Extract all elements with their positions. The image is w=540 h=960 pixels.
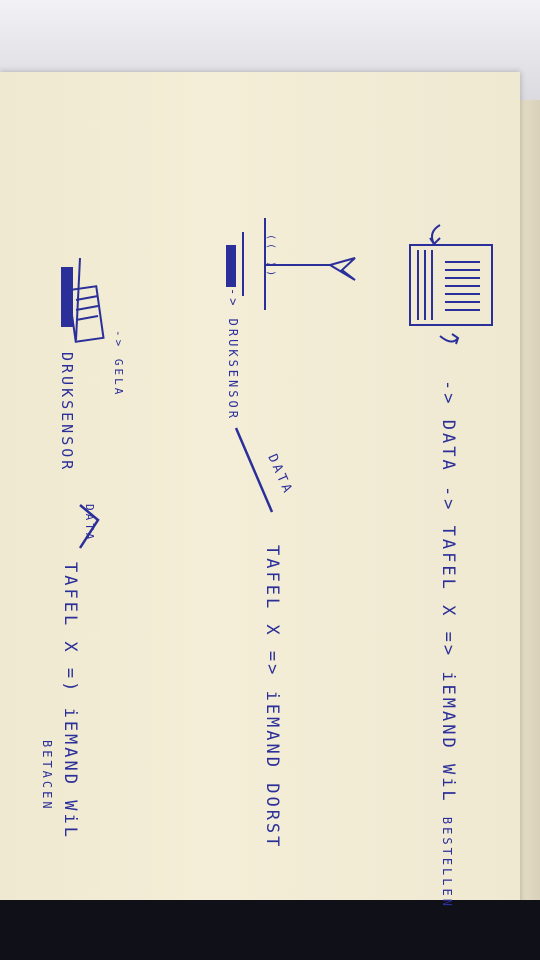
- data-arrows: [78, 427, 274, 549]
- menu-card-drawing: [409, 224, 493, 345]
- glass-mark: (( )): [265, 234, 276, 279]
- label-data-1: DATA: [438, 419, 458, 473]
- arrow-1b: ->: [438, 485, 458, 513]
- glass-drawing: [226, 218, 356, 310]
- arrow-1a: ->: [438, 380, 458, 407]
- sensor-3: DRUKSENSOR: [58, 352, 76, 473]
- glass-mark-text: (( )): [265, 234, 276, 280]
- data-arrow-line3: [78, 504, 100, 549]
- note-line-3b: BETACEN: [40, 740, 54, 812]
- text-3: TAFEL X =) iEMAND WiL: [60, 562, 80, 840]
- scale-object: [67, 285, 105, 343]
- note-line-1: -> DATA -> TAFEL X => iEMAND WiL BESTELL…: [438, 380, 458, 909]
- scale-sensor-block: [61, 267, 73, 327]
- menu-card-outline: [409, 244, 493, 326]
- text-2: TAFEL X => iEMAND DORST: [262, 545, 282, 850]
- data-arrow-line2: [234, 427, 274, 513]
- note-line-2: TAFEL X => iEMAND DORST: [262, 545, 282, 849]
- data-label-3: DATA: [83, 504, 96, 543]
- end-1: BESTELLEN: [440, 816, 454, 909]
- sensor-2: -> DRUKSENSOR: [226, 288, 240, 421]
- note-line-3-sensor: DRUKSENSOR: [58, 352, 76, 472]
- text-3b: BETACEN: [40, 740, 54, 812]
- pressure-sensor-block: [226, 245, 236, 287]
- text-1: iEMAND WiL: [438, 671, 458, 804]
- scale-drawing: [61, 257, 105, 343]
- note-line-2-sensor: -> DRUKSENSOR: [226, 288, 240, 421]
- weight-label: -> GELA: [112, 330, 125, 397]
- note-line-3: TAFEL X =) iEMAND WiL: [60, 562, 80, 840]
- weight-label-text: -> GELA: [112, 330, 125, 398]
- glass-bowl: [329, 257, 356, 281]
- notebook-page: [0, 72, 520, 912]
- arrow-1c: =>: [438, 631, 458, 659]
- dark-surface: [0, 900, 540, 960]
- table-1: TAFEL X: [438, 525, 458, 619]
- note-line-3-label: DATA: [83, 504, 96, 543]
